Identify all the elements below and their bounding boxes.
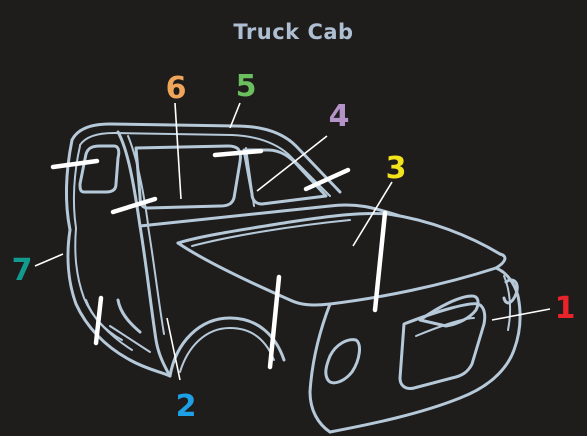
section-mark-roof-left (53, 161, 97, 167)
section-mark-rear-window (113, 199, 155, 212)
leader-6 (175, 103, 181, 199)
callout-7: 7 (12, 253, 33, 288)
callout-1: 1 (555, 291, 576, 326)
callout-4: 4 (329, 99, 350, 134)
section-mark-rear-lower (96, 298, 101, 343)
cab-outline (66, 124, 520, 432)
callout-3: 3 (386, 151, 407, 186)
section-mark-roof-center (215, 151, 261, 155)
leader-7 (35, 254, 63, 266)
section-marks (53, 151, 385, 367)
callout-numbers: 1 2 3 4 5 6 7 (12, 69, 576, 424)
callout-6: 6 (166, 71, 187, 106)
callout-2: 2 (176, 389, 197, 424)
callout-5: 5 (236, 69, 257, 104)
leader-5 (230, 103, 240, 128)
